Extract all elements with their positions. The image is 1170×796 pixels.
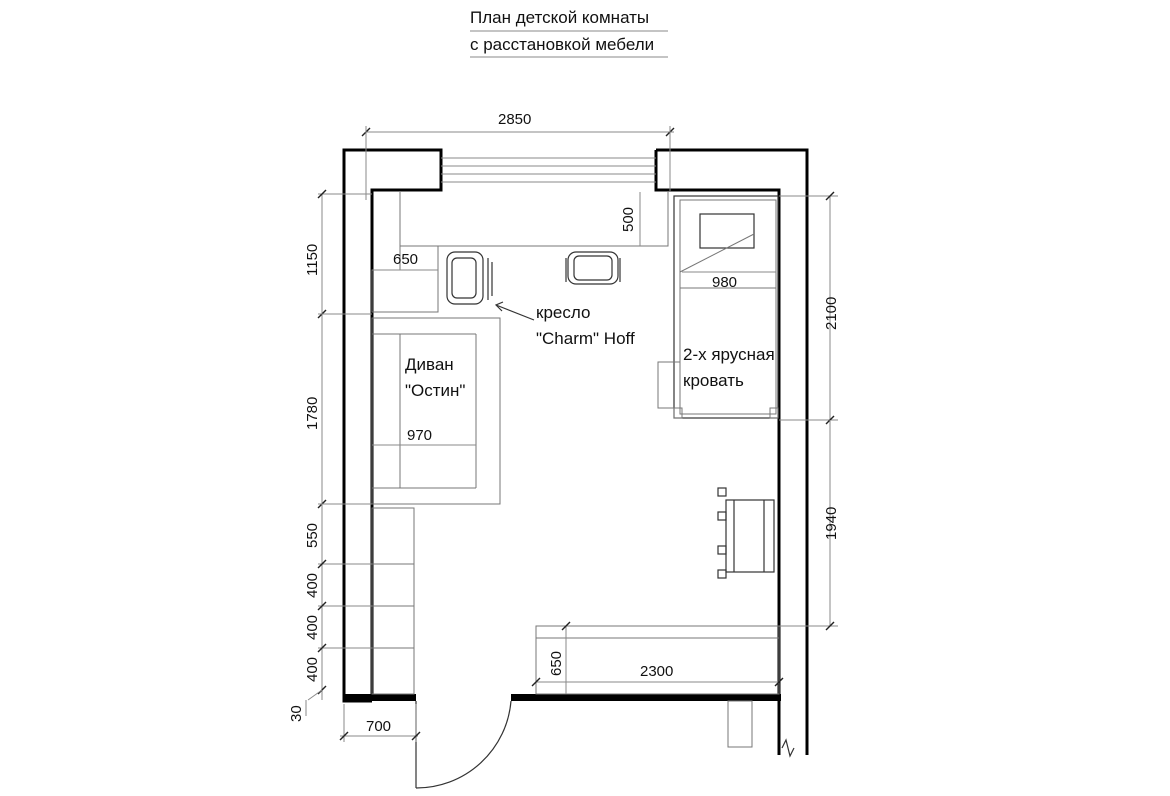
- sofa-label-2: "Остин": [405, 381, 465, 400]
- plan-title-line1: План детской комнаты: [470, 8, 649, 27]
- armchair-leader: [495, 304, 535, 321]
- wall-bottom-right: [511, 694, 781, 701]
- dim-right-bed: 2100: [823, 297, 840, 330]
- armchair-right: [565, 251, 621, 285]
- dim-door-700: 700: [366, 718, 391, 735]
- desk-left-block: [371, 269, 439, 313]
- dimension-lines: [305, 126, 838, 742]
- dim-left-400-b: 400: [304, 615, 321, 640]
- desk-top: [399, 192, 669, 247]
- door: [415, 700, 512, 789]
- wardrobe: [535, 625, 780, 695]
- break-marks: [781, 738, 795, 758]
- dim-top-width: 2850: [498, 111, 531, 128]
- dim-right-lower: 1940: [823, 507, 840, 540]
- wall-bars: [717, 487, 775, 579]
- dim-left-400-a: 400: [304, 573, 321, 598]
- dim-left-30: 30: [288, 705, 305, 722]
- dim-left-550: 550: [304, 523, 321, 548]
- dim-bed-width: 980: [712, 274, 737, 291]
- left-storage: [371, 507, 415, 695]
- sofa: [371, 317, 501, 505]
- dim-left-400-c: 400: [304, 657, 321, 682]
- dim-sofa-width: 970: [407, 427, 432, 444]
- bed-label-2: кровать: [683, 371, 744, 390]
- wall-right-inner: [654, 150, 781, 755]
- bottom-right-fixture: [727, 700, 753, 748]
- armchair-label-1: кресло: [536, 303, 590, 322]
- wall-left: [342, 148, 443, 703]
- sofa-label-1: Диван: [405, 355, 454, 374]
- bunk-bed: [657, 195, 779, 419]
- plan-title-line2: с расстановкой мебели: [470, 35, 654, 54]
- dim-left-sofa: 1780: [304, 397, 321, 430]
- dim-desk-depth: 650: [393, 251, 418, 268]
- dim-window-sill: 500: [620, 207, 637, 232]
- wall-right-outer: [656, 148, 809, 755]
- walls: [342, 148, 809, 755]
- armchair-label-2: "Charm" Hoff: [536, 329, 635, 348]
- bed-label-1: 2-х ярусная: [683, 345, 775, 364]
- dim-wardrobe-depth: 650: [548, 651, 565, 676]
- dim-left-top: 1150: [304, 244, 321, 276]
- wall-bottom-left: [344, 694, 416, 701]
- window: [441, 157, 656, 183]
- armchair-left: [446, 251, 493, 305]
- dim-wardrobe-len: 2300: [640, 663, 673, 680]
